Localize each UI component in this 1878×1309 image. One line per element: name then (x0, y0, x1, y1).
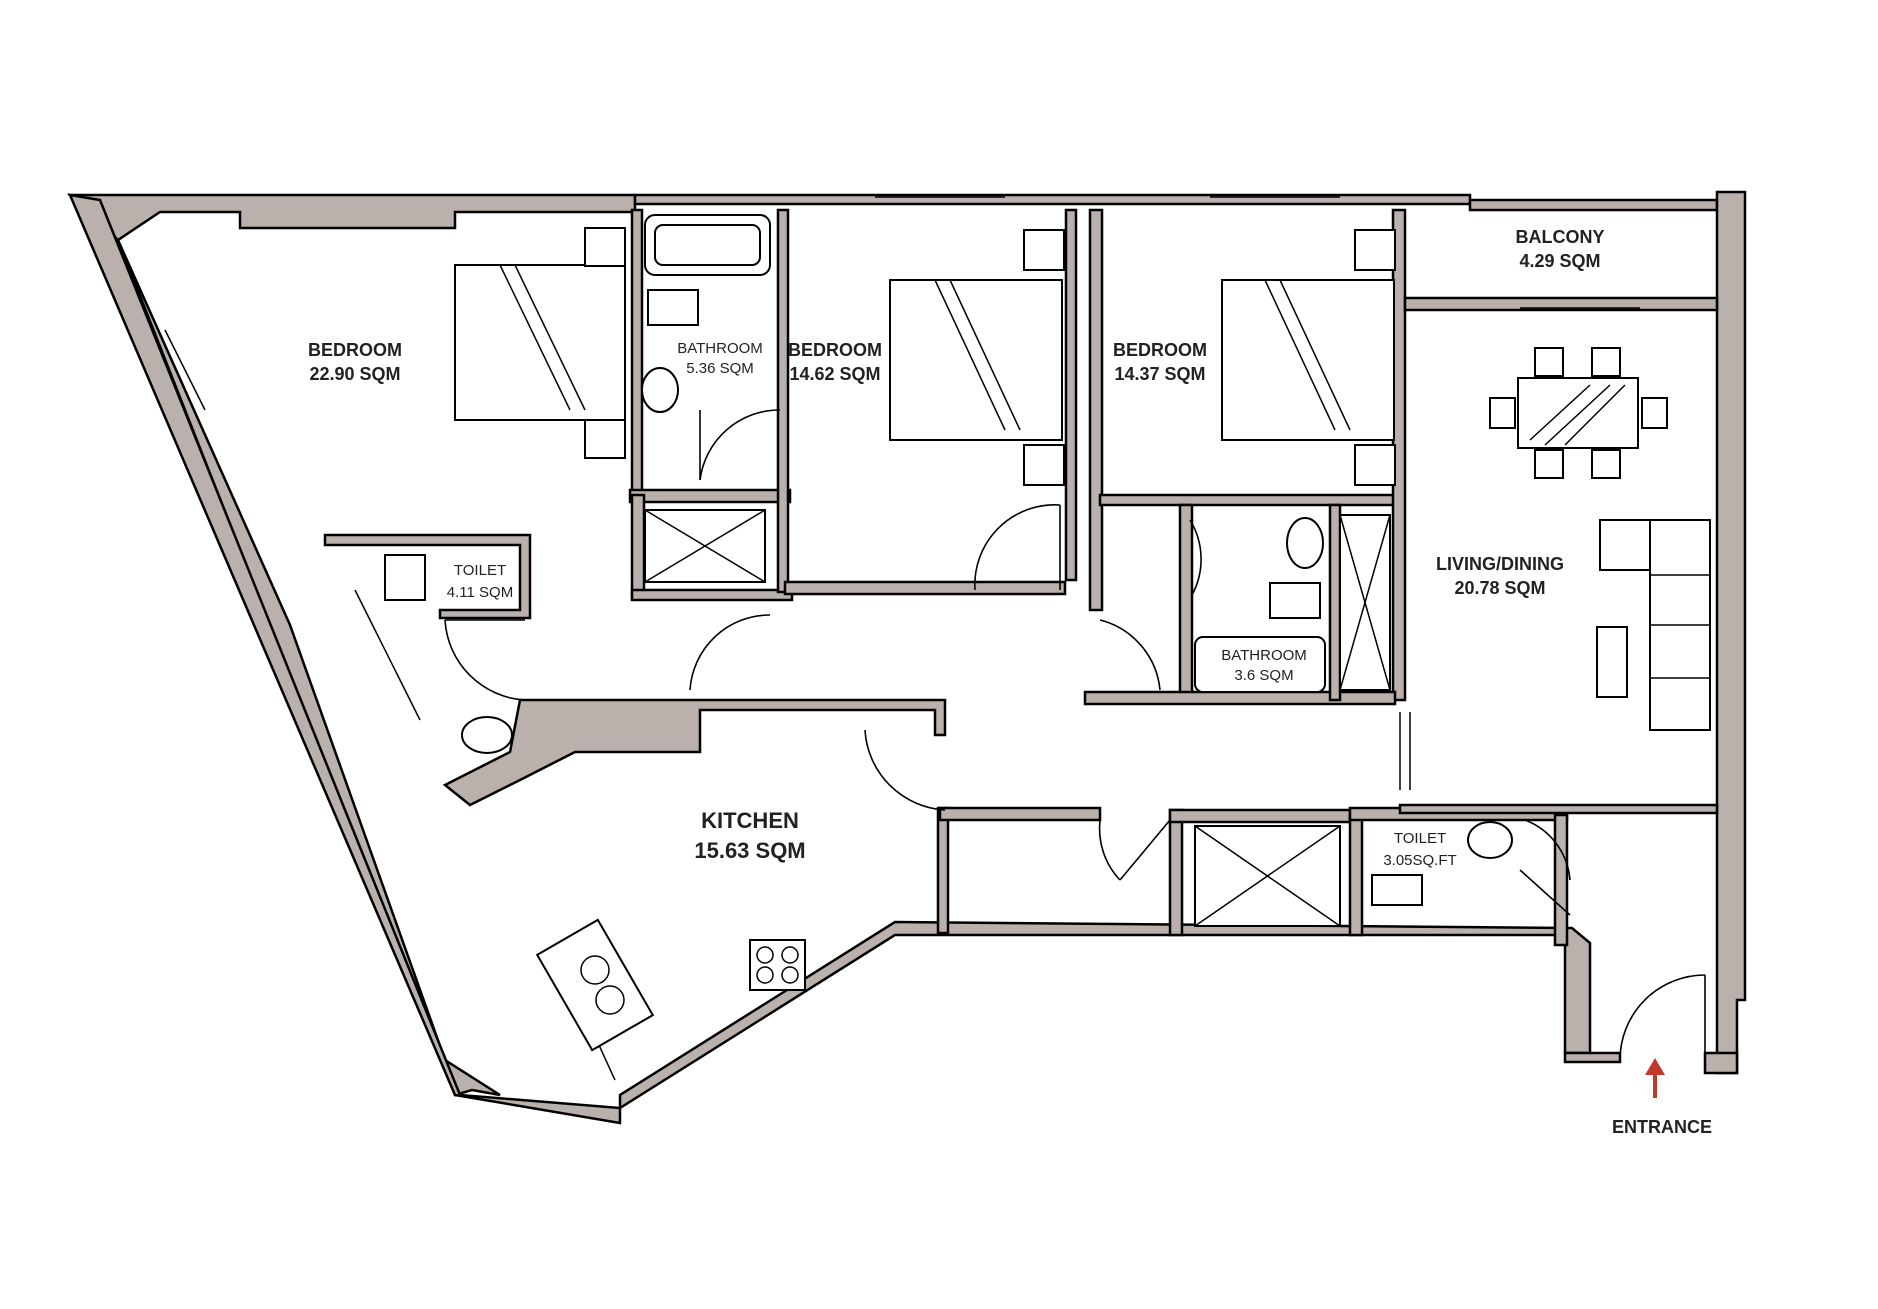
bathroom-1-area: 5.36 SQM (686, 360, 754, 377)
bedroom-2-area: 14.62 SQM (789, 364, 880, 384)
sink-icon (1467, 821, 1513, 859)
kitchen-area: 15.63 SQM (694, 838, 805, 863)
furniture (384, 214, 1711, 1052)
kitchen-name: KITCHEN (701, 808, 799, 833)
entrance-label: ENTRANCE (1612, 1117, 1712, 1137)
bathroom-2-area: 3.6 SQM (1234, 667, 1293, 684)
living-dining-name: LIVING/DINING (1436, 554, 1564, 574)
bed-icon (454, 264, 626, 421)
bathroom-1-name: BATHROOM (677, 340, 763, 357)
interior-walls (323, 208, 1719, 947)
doors (444, 409, 1706, 1061)
balcony-name: BALCONY (1516, 227, 1605, 247)
toilet-icon (384, 554, 426, 601)
dining-table-icon (1517, 377, 1639, 449)
bathroom-2-name: BATHROOM (1221, 647, 1307, 664)
coffee-table-icon (1596, 626, 1628, 698)
bed-icon (1221, 279, 1395, 441)
balcony-area: 4.29 SQM (1519, 251, 1600, 271)
sink-icon (641, 367, 679, 413)
sink-icon (535, 918, 655, 1052)
bedroom-1-area: 22.90 SQM (309, 364, 400, 384)
bed-icon (889, 279, 1063, 441)
toilet-1-area: 4.11 SQM (447, 584, 513, 601)
toilet-icon (1371, 874, 1423, 906)
bedroom-3-area: 14.37 SQM (1114, 364, 1205, 384)
bedroom-3-name: BEDROOM (1113, 340, 1207, 360)
toilet-icon (647, 289, 699, 326)
room-labels: BEDROOM 22.90 SQM BATHROOM 5.36 SQM BEDR… (308, 227, 1712, 1137)
bedroom-1-name: BEDROOM (308, 340, 402, 360)
sink-icon (461, 716, 513, 754)
living-dining-area: 20.78 SQM (1454, 578, 1545, 598)
entrance-arrow-icon (1645, 1058, 1665, 1098)
bathtub-icon (1194, 636, 1326, 693)
stove-icon (749, 939, 806, 991)
toilet-1-name: TOILET (454, 562, 506, 579)
toilet-2-area: 3.05SQ.FT (1383, 852, 1456, 869)
toilet-2-name: TOILET (1394, 830, 1446, 847)
sink-icon (1286, 517, 1324, 569)
bedroom-2-name: BEDROOM (788, 340, 882, 360)
toilet-icon (1269, 582, 1321, 619)
outer-walls (66, 190, 1747, 1125)
